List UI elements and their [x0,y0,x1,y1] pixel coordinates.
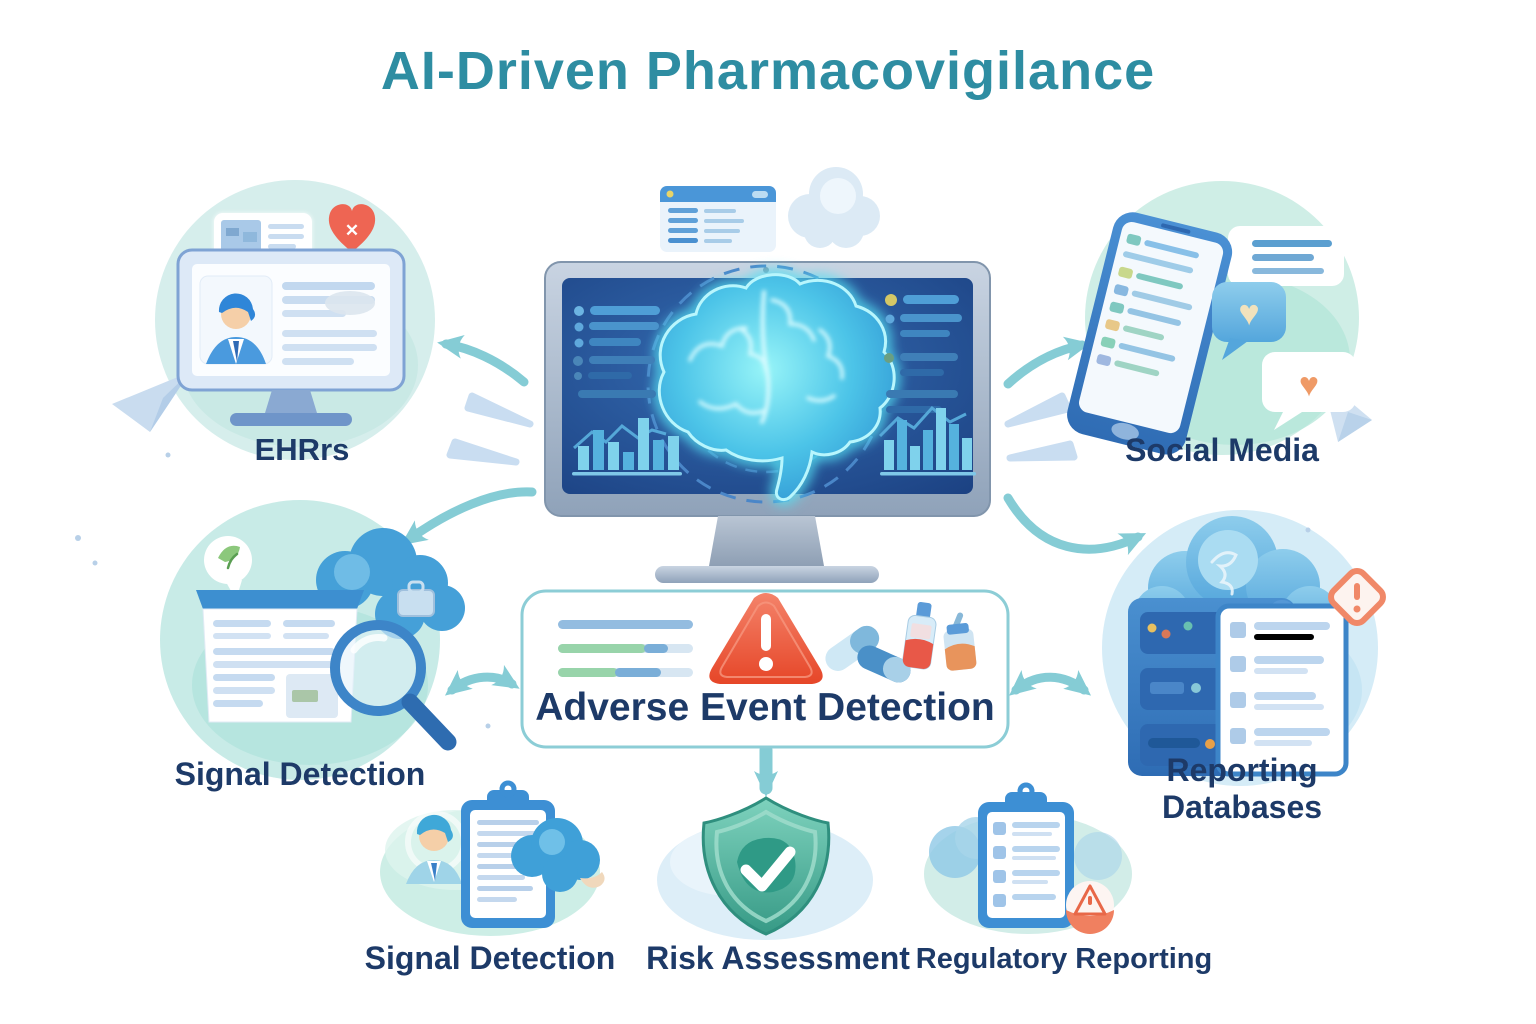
document-magnifier-icon [196,528,465,751]
label-signal-detection-bottom: Signal Detection [364,940,616,976]
speed-lines [446,392,1078,466]
label-reporting-databases: Reporting Databases [1161,752,1323,825]
label-social-media: Social Media [1125,432,1319,468]
warning-triangle-icon [709,593,823,684]
heart-icon: ♥ [1299,366,1319,404]
heart-bubble-icon: ♥ [1262,352,1356,430]
alert-badge-icon [1066,881,1114,934]
paper-plane-icon [112,372,190,432]
arrow-monitor-to-ehrs [437,334,529,387]
label-regulatory-reporting: Regulatory Reporting [915,943,1213,975]
screen-bar-chart-left [572,418,682,476]
pills-icon [825,625,911,683]
medicine-bottles-icon [902,601,977,671]
arrow-monitor-to-social [1003,336,1091,389]
cloud-icon [788,167,880,248]
arrow-box-to-reportdb [1009,669,1092,696]
heart-icon: ♥ [1238,292,1259,333]
screen-bullet-list-left [573,306,660,398]
analyst-clipboard-icon [380,780,605,936]
cloud-icon [511,818,600,892]
label-adverse-event-detection: Adverse Event Detection [535,686,995,729]
clipboard-alert-icon [924,782,1132,934]
arrow-monitor-to-signal [400,487,537,546]
magnifier-icon [330,620,457,751]
cross-icon: ✕ [345,221,359,240]
ehr-monitor-icon: ✕ [176,204,406,426]
label-risk-assessment: Risk Assessment [646,940,910,976]
ai-monitor-icon [544,167,991,583]
server-cloud-checklist-icon [1128,516,1386,777]
label-ehrs: EHRrs [254,432,350,467]
screen-bar-chart-right [878,405,976,476]
browser-card-icon [660,186,776,252]
arrow-monitor-to-reportdb [1003,493,1147,556]
label-signal-detection: Signal Detection [174,756,426,792]
progress-bars [558,620,693,677]
smartphone-chat-icon: ♥ ♥ [1067,212,1356,455]
checklist-panel [1215,603,1349,777]
leaf-bubble-icon [204,536,252,600]
brain-icon [654,269,900,505]
like-bubble-icon: ♥ [1212,282,1286,360]
shield-check-icon [657,796,873,940]
alert-heart-icon: ✕ [328,204,376,252]
adverse-event-box [520,589,1010,749]
arrow-signal-to-box [444,664,520,696]
page-title: AI-Driven Pharmacovigilance [380,41,1156,101]
